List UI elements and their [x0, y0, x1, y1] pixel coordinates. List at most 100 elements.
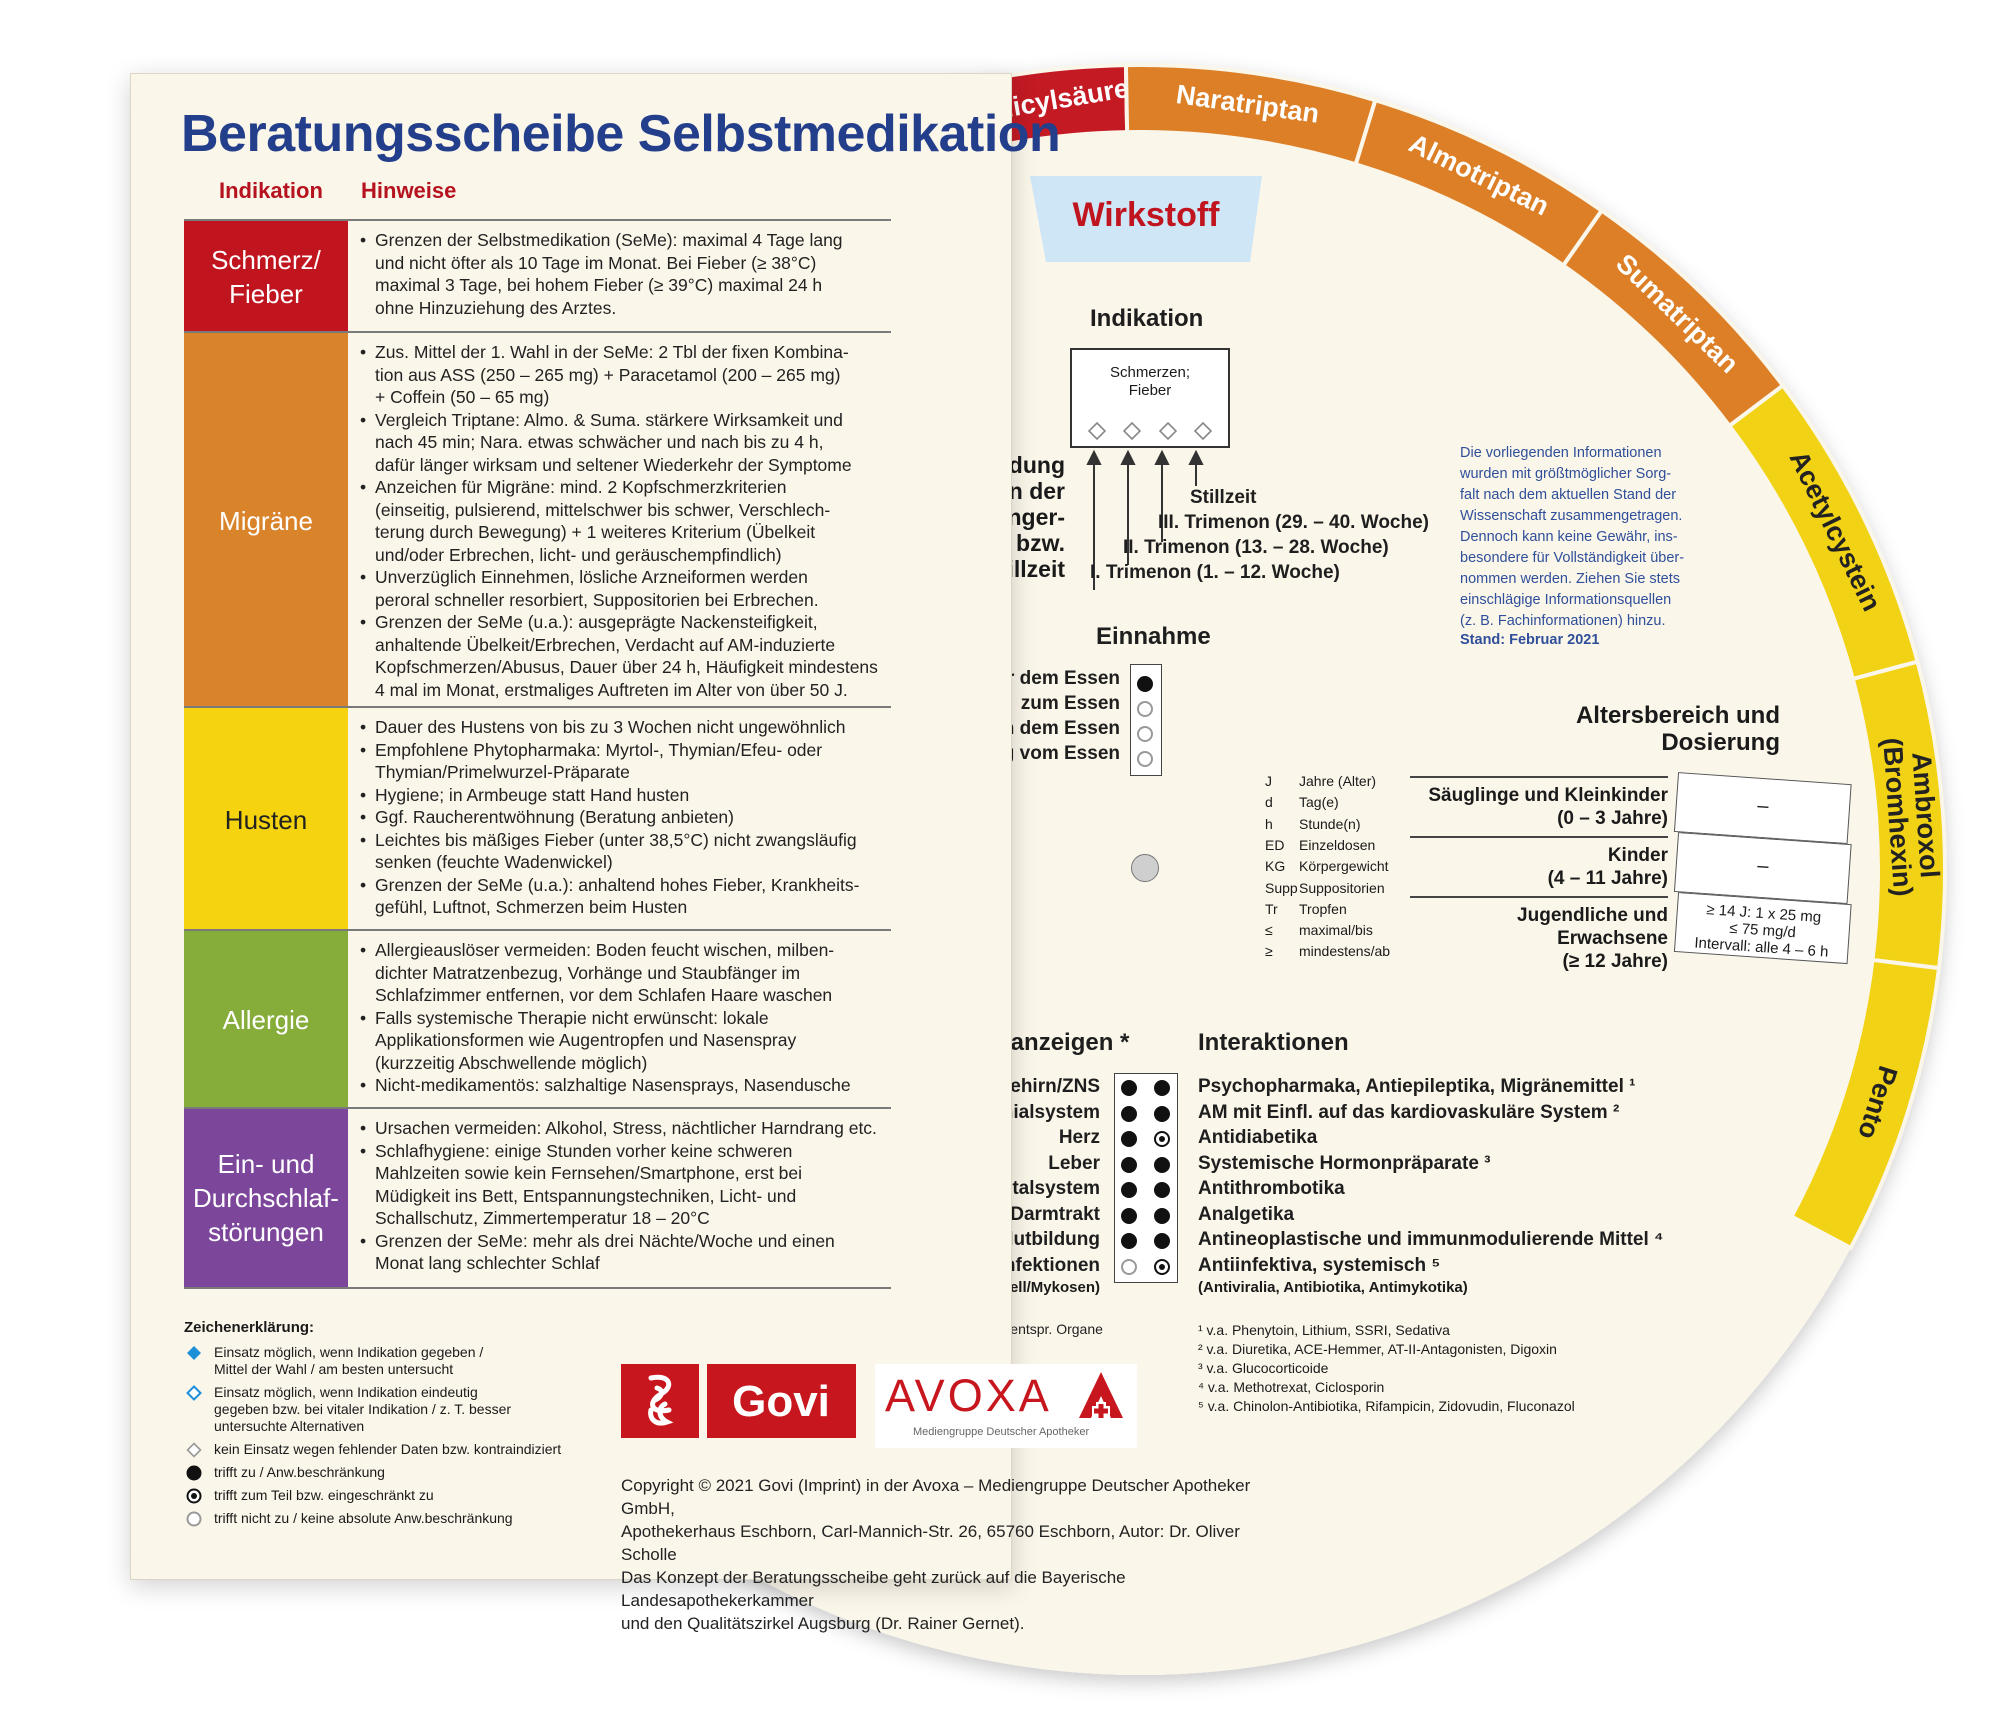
abbreviation-row: Tr Tropfen	[1265, 901, 1347, 917]
interaction-footnotes: ¹ v.a. Phenytoin, Lithium, SSRI, Sedativ…	[1198, 1321, 1618, 1416]
abbreviation-key: Tr	[1265, 900, 1278, 917]
stand-date: Stand: Februar 2021	[1460, 632, 1600, 648]
hint-item: Zus. Mittel der 1. Wahl in der SeMe: 2 T…	[360, 341, 880, 409]
wirkstoff-window	[1030, 176, 1262, 262]
avoxa-sub: Mediengruppe Deutscher Apotheker	[913, 1426, 1090, 1438]
hint-item: Hygiene; in Armbeuge statt Hand husten	[360, 784, 880, 807]
contraindication-dot-full	[1121, 1105, 1137, 1122]
abbreviation-value: Körpergewicht	[1299, 858, 1389, 875]
page-title: Beratungsscheibe Selbstmedikation	[181, 105, 1061, 163]
contraindication-dot-full	[1121, 1207, 1137, 1224]
interaction-dot-half	[1154, 1131, 1170, 1147]
legend-text: Einsatz möglich, wenn Indikation eindeut…	[214, 1384, 512, 1434]
dose-cell: ≥ 14 J: 1 x 25 mg ≤ 75 mg/d Intervall: a…	[1673, 892, 1852, 965]
interaction-dot-half	[1154, 1258, 1170, 1275]
indikation-box: Schmerzen; Fieber	[1070, 348, 1230, 448]
age-group-label: Jugendliche und Erwachsene (≥ 12 Jahre)	[1410, 896, 1668, 972]
interaction-label: Psychopharmaka, Antiepileptika, Migränem…	[1198, 1076, 1636, 1097]
trimester-2: II. Trimenon (13. – 28. Woche)	[1123, 537, 1389, 558]
footnote: ⁴ v.a. Methotrexat, Ciclosporin	[1198, 1379, 1385, 1395]
wheel-center-rivet	[1131, 854, 1159, 882]
abbreviation-row: ≤maximal/bis	[1265, 922, 1373, 938]
footnote: ¹ v.a. Phenytoin, Lithium, SSRI, Sedativ…	[1198, 1322, 1450, 1338]
abbreviation-key: ≤	[1265, 922, 1273, 939]
legend-text: trifft nicht zu / keine absolute Anw.bes…	[214, 1510, 513, 1526]
organ-label: Leber	[1048, 1152, 1100, 1174]
interaction-label: Antidiabetika	[1198, 1127, 1318, 1148]
abbreviation-value: Jahre (Alter)	[1299, 773, 1377, 789]
legend-heading: Zeichenerklärung:	[184, 1319, 315, 1336]
wirkstoff-label: Wirkstoff	[1072, 196, 1220, 234]
interaction-dot-full	[1154, 1105, 1170, 1122]
abbreviation-key: h	[1265, 815, 1273, 832]
abbreviation-key: ED	[1265, 836, 1285, 853]
legend-item: kein Einsatz wegen fehlender Daten bzw. …	[184, 1441, 624, 1458]
dot-full-icon	[186, 1465, 202, 1481]
organ-label: Herz	[1058, 1127, 1100, 1148]
abbreviation-row: KG Körpergewicht	[1265, 858, 1389, 874]
hint-list: Ursachen vermeiden: Alkohol, Stress, näc…	[360, 1117, 880, 1275]
diamond-filled-icon	[187, 1346, 201, 1360]
drug-name: Ambroxol(Bromhexin)	[1877, 735, 1946, 898]
abbreviation-value: Tropfen	[1299, 900, 1347, 917]
indication-label: Ein- und Durchschlaf- störungen	[184, 1109, 348, 1287]
hint-list: Zus. Mittel der 1. Wahl in der SeMe: 2 T…	[360, 341, 880, 701]
hint-item: Grenzen der Selbstmedikation (SeMe): max…	[360, 229, 880, 319]
interaction-label: Analgetika	[1198, 1203, 1295, 1225]
contraindication-dot-full	[1121, 1233, 1137, 1249]
legend: Zeichenerklärung: Einsatz möglich, wenn …	[184, 1319, 624, 1533]
abbreviation-key: KG	[1265, 858, 1286, 875]
hint-item: Grenzen der SeMe (u.a.): anhaltend hohes…	[360, 874, 880, 919]
interaction-dot-full	[1154, 1233, 1170, 1249]
interaction-dot-full	[1154, 1156, 1170, 1173]
footnote: ³ v.a. Glucocorticoide	[1198, 1360, 1329, 1376]
indikation-title: Indikation	[1090, 305, 1204, 332]
einnahme-dot-empty	[1137, 726, 1153, 742]
suitability-diamonds	[1088, 422, 1212, 440]
col-header-indikation: Indikation	[219, 178, 323, 203]
interaction-label: AM mit Einfl. auf das kardiovaskuläre Sy…	[1198, 1101, 1620, 1123]
disclaimer-text: Die vorliegenden Informationen wurden mi…	[1460, 445, 1685, 629]
trimester-arrows	[1086, 450, 1204, 590]
apotheke-a-icon	[1079, 1372, 1123, 1420]
abbreviation-row: J Jahre (Alter)	[1265, 773, 1376, 789]
indication-label: Husten	[184, 708, 348, 931]
organ-label: Infektionen	[998, 1254, 1100, 1276]
abbreviation-key: Supp	[1265, 879, 1298, 896]
legend-item: Einsatz möglich, wenn Indikation eindeut…	[184, 1384, 624, 1435]
interaction-label: Antineoplastische und immunmodulierende …	[1198, 1229, 1664, 1250]
indication-row: AllergieAllergieauslöser vermeiden: Bode…	[184, 929, 891, 1109]
hint-list: Allergieauslöser vermeiden: Boden feucht…	[360, 939, 880, 1097]
abbreviation-row: SuppSuppositorien	[1265, 880, 1385, 896]
hint-item: Leichtes bis mäßiges Fieber (unter 38,5°…	[360, 829, 880, 874]
abbreviation-key: J	[1265, 773, 1272, 789]
legend-text: Einsatz möglich, wenn Indikation gegeben…	[214, 1344, 484, 1377]
hint-list: Grenzen der Selbstmedikation (SeMe): max…	[360, 229, 880, 319]
indication-row: Ein- und Durchschlaf- störungen Ursachen …	[184, 1107, 891, 1289]
organ-label: Gehirn/ZNS	[995, 1076, 1100, 1097]
abbreviation-row: ≥mindestens/ab	[1265, 943, 1390, 959]
einnahme-dot-empty	[1137, 751, 1153, 767]
diamond-grey-icon	[1123, 422, 1142, 440]
einnahme-dot-empty	[1137, 701, 1153, 717]
hint-item: Empfohlene Phytopharmaka: Myrtol-, Thymi…	[360, 739, 880, 784]
interaction-dot-full	[1154, 1080, 1170, 1096]
info-card: Beratungsscheibe Selbstmedikation Indika…	[130, 73, 1250, 1633]
hint-item: Unverzüglich Einnehmen, lösliche Arzneif…	[360, 566, 880, 611]
trimester-3: III. Trimenon (29. – 40. Woche)	[1158, 512, 1430, 533]
legend-text: trifft zum Teil bzw. eingeschränkt zu	[214, 1487, 434, 1503]
abbreviation-value: mindestens/ab	[1299, 943, 1391, 960]
indication-label: Migräne	[184, 333, 348, 708]
hint-item: Ursachen vermeiden: Alkohol, Stress, näc…	[360, 1117, 880, 1140]
diamond-grey-icon	[1158, 422, 1177, 440]
abbreviation-key: d	[1265, 794, 1273, 811]
interaction-label: Systemische Hormonpräparate ³	[1198, 1152, 1491, 1174]
age-group-label: Säuglinge und Kleinkinder (0 – 3 Jahre)	[1410, 776, 1668, 834]
hint-item: Falls systemische Therapie nicht erwünsc…	[360, 1007, 880, 1075]
hint-list: Dauer des Hustens von bis zu 3 Wochen ni…	[360, 716, 880, 919]
hint-item: Schlafhygiene: einige Stunden vorher kei…	[360, 1140, 880, 1230]
hint-item: Grenzen der SeMe: mehr als drei Nächte/W…	[360, 1230, 880, 1275]
